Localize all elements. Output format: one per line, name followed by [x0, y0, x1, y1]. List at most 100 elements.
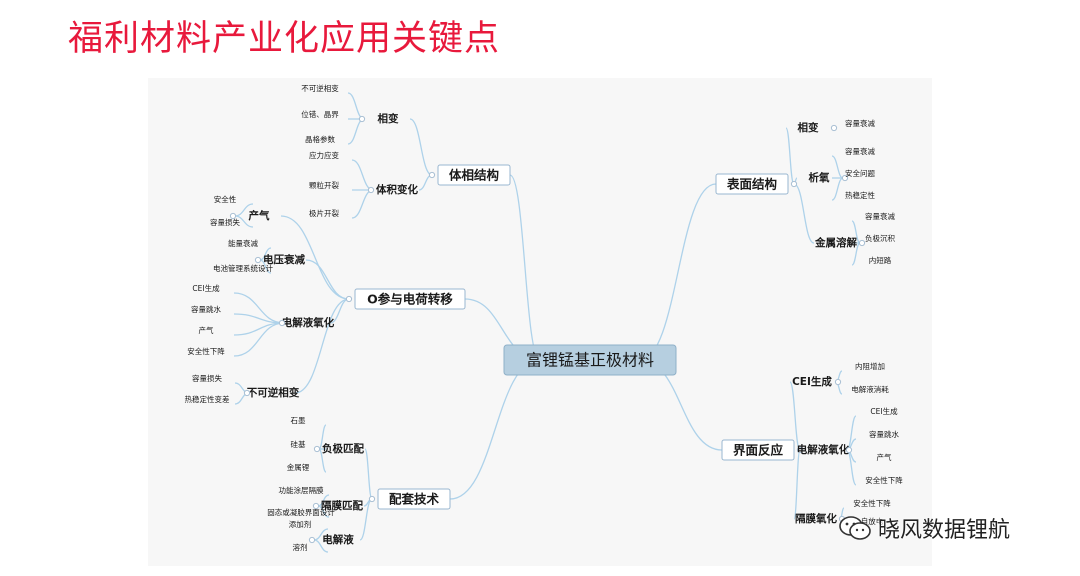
sub-node-label: 析氧	[809, 171, 830, 184]
collapse-dot	[254, 256, 262, 264]
collapse-dot	[367, 186, 375, 194]
collapse-dot	[229, 212, 237, 220]
leaf-node-label: 容量跳水	[191, 304, 221, 314]
connector-line	[409, 118, 433, 176]
leaf-node-label: 安全性下降	[865, 475, 903, 485]
collapse-dot	[790, 180, 798, 188]
connector-line	[639, 183, 717, 361]
leaf-node-label: 应力应变	[309, 150, 339, 160]
branch-node-label: 界面反应	[733, 443, 784, 458]
leaf-node-label: 位错、晶界	[301, 109, 339, 119]
collapse-dot	[830, 124, 838, 132]
connector-line	[449, 359, 541, 500]
leaf-node-label: 能量衰减	[228, 238, 258, 248]
root-node-label: 富锂锰基正极材料	[526, 351, 654, 370]
sub-node-label: 不可逆相变	[247, 386, 300, 399]
branch-node-label: 体相结构	[449, 168, 499, 183]
connector-line	[831, 155, 844, 179]
sub-node-label: 隔膜氧化	[795, 512, 837, 525]
connector-line	[259, 259, 272, 274]
collapse-dot	[845, 446, 853, 454]
connector-line	[364, 448, 373, 500]
collapse-dot	[834, 378, 842, 386]
leaf-node-label: 不可逆相变	[301, 83, 339, 93]
collapse-dot	[358, 115, 366, 123]
leaf-node-label: 产气	[877, 452, 892, 462]
sub-node-label: 金属溶解	[814, 236, 857, 249]
collapse-dot	[345, 295, 353, 303]
leaf-node-label: 产气	[199, 325, 214, 335]
leaf-node-label: 晶格参数	[305, 134, 335, 144]
watermark-text: 晓风数据锂航	[878, 518, 1011, 543]
branch-node	[715, 173, 789, 195]
collapse-dot	[428, 171, 436, 179]
connector-line	[317, 505, 330, 518]
sub-node-label: 产气	[249, 209, 270, 222]
leaf-node-label: CEI生成	[192, 283, 220, 293]
branch-node	[377, 488, 451, 510]
branch-node	[354, 288, 466, 310]
collapse-dot	[243, 389, 251, 397]
connector-line	[347, 92, 365, 120]
collapse-dot	[308, 536, 316, 544]
connector-line	[351, 189, 374, 219]
leaf-node-label: 热稳定性变差	[185, 394, 230, 404]
branch-node-label: 表面结构	[726, 177, 777, 192]
leaf-node-label: 电池管理系统设计	[213, 263, 273, 273]
collapse-dot	[278, 319, 286, 327]
mindmap-canvas: 富锂锰基正极材料体相结构相变不可逆相变位错、晶界晶格参数体积变化应力应变颗粒开裂…	[185, 83, 903, 553]
connector-line	[313, 539, 329, 553]
leaf-node-label: 安全性	[214, 194, 237, 204]
leaf-node-label: 内阻增加	[855, 361, 885, 371]
branch-node	[437, 164, 511, 186]
leaf-node-label: 石墨	[291, 416, 306, 425]
collapse-dot	[368, 495, 376, 503]
leaf-node-label: 自放电	[861, 516, 884, 526]
watermark: 晓风数据锂航	[838, 512, 1010, 544]
connector-line	[294, 298, 350, 394]
leaf-node-label: 颗粒开裂	[309, 180, 339, 190]
leaf-node-label: 容量损失	[210, 217, 240, 227]
leaf-node-label: 安全性下降	[853, 498, 891, 508]
sub-node-label: 电解液	[322, 533, 354, 546]
collapse-dot	[312, 502, 320, 510]
connector-line	[509, 174, 541, 361]
branch-node-label: O参与电荷转移	[367, 292, 453, 307]
connector-line	[347, 118, 365, 145]
connector-line	[351, 159, 374, 191]
leaf-node-label: 固态或凝胶界面设计	[267, 507, 335, 517]
leaf-node-label: 金属锂	[287, 462, 310, 472]
sub-node-label: 电压衰减	[263, 253, 305, 266]
leaf-node-label: 容量衰减	[865, 211, 895, 221]
branch-node	[721, 439, 795, 461]
leaf-node-label: 内短路	[869, 255, 892, 265]
sub-node-label: 负极匹配	[322, 442, 364, 455]
sub-node-label: 电解液氧化	[282, 316, 335, 329]
leaf-node-label: 负极沉积	[865, 233, 895, 243]
leaf-node-label: 容量损失	[192, 373, 222, 383]
leaf-node-label: 溶剂	[293, 542, 308, 552]
sub-node-label: 相变	[798, 121, 819, 134]
collapse-dot	[796, 446, 804, 454]
collapse-dot	[858, 239, 866, 247]
collapse-dot	[841, 174, 849, 182]
sub-node-label: 隔膜匹配	[321, 499, 363, 512]
leaf-node-label: 硅基	[291, 439, 306, 449]
leaf-node-label: 容量衰减	[845, 146, 875, 156]
connector-line	[233, 322, 285, 357]
sub-node-label: 体积变化	[376, 183, 418, 196]
root-node	[503, 344, 677, 376]
leaf-node-label: 安全性下降	[187, 346, 225, 356]
page-title: 福利材料产业化应用关键点	[68, 19, 501, 59]
leaf-node-label: 电解液消耗	[851, 384, 889, 394]
collapse-dot	[313, 445, 321, 453]
leaf-node-label: 容量衰减	[845, 118, 875, 128]
leaf-node-label: 添加剂	[289, 519, 312, 529]
sub-node-label: 电解液氧化	[797, 443, 850, 456]
mindmap-panel: 富锂锰基正极材料体相结构相变不可逆相变位错、晶界晶格参数体积变化应力应变颗粒开裂…	[148, 78, 932, 566]
connector-line	[831, 177, 844, 201]
sub-node-label: CEI生成	[792, 375, 832, 388]
wechat-icon	[839, 516, 871, 540]
sub-node-label: 相变	[378, 112, 399, 125]
leaf-node-label: 安全问题	[845, 168, 875, 178]
